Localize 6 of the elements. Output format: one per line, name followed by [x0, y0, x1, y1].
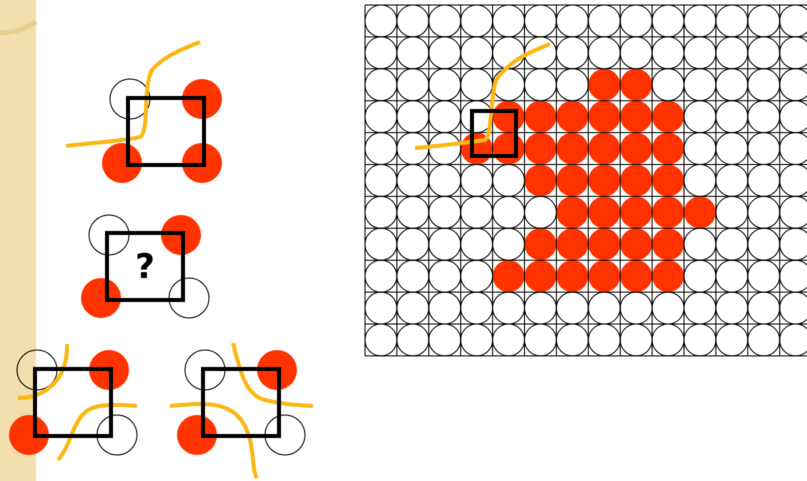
square-frame: [126, 96, 206, 167]
square-frame: [470, 109, 518, 158]
question-mark: ?: [135, 250, 155, 284]
square-frame: [201, 367, 281, 438]
square-frame: [105, 231, 185, 302]
square-frame: [33, 367, 113, 438]
